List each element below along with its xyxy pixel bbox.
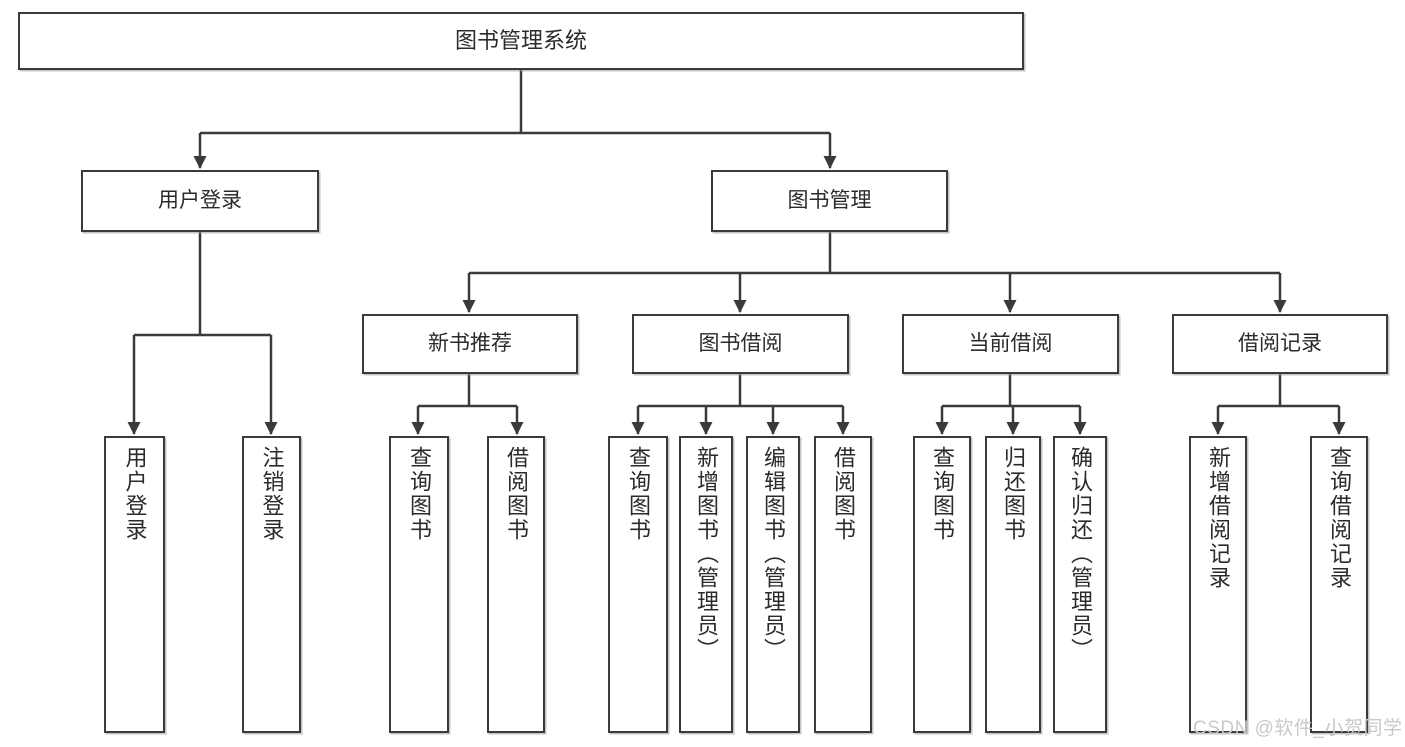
leaf-logout[interactable]: 注销登录 bbox=[242, 436, 301, 733]
leaf-borrow-book-rec[interactable]: 借阅图书 bbox=[487, 436, 545, 733]
csdn-watermark: CSDN @软件_小贺同学 bbox=[1193, 718, 1403, 739]
leaf-confirm-return-admin[interactable]: 确认归还（管理员） bbox=[1053, 436, 1107, 733]
node-new-book-recommendation[interactable]: 新书推荐 bbox=[362, 314, 578, 374]
node-label: 编辑图书（管理员） bbox=[761, 446, 786, 662]
node-label: 查询图书 bbox=[626, 446, 651, 542]
node-label: 用户登录 bbox=[158, 189, 242, 213]
node-label: 借阅记录 bbox=[1238, 332, 1322, 356]
leaf-add-borrow-record[interactable]: 新增借阅记录 bbox=[1189, 436, 1247, 733]
node-label: 查询图书 bbox=[930, 446, 955, 542]
node-root-system[interactable]: 图书管理系统 bbox=[18, 12, 1024, 70]
node-label: 确认归还（管理员） bbox=[1068, 446, 1093, 662]
leaf-edit-book-admin[interactable]: 编辑图书（管理员） bbox=[746, 436, 800, 733]
leaf-query-book-rec[interactable]: 查询图书 bbox=[389, 436, 449, 733]
node-borrowing-records[interactable]: 借阅记录 bbox=[1172, 314, 1388, 374]
node-user-login[interactable]: 用户登录 bbox=[81, 170, 319, 232]
node-current-borrowing[interactable]: 当前借阅 bbox=[902, 314, 1119, 374]
node-book-management[interactable]: 图书管理 bbox=[711, 170, 948, 232]
leaf-query-book-current[interactable]: 查询图书 bbox=[913, 436, 971, 733]
node-label: 用户登录 bbox=[122, 446, 148, 542]
node-label: 新书推荐 bbox=[428, 332, 512, 356]
leaf-return-book[interactable]: 归还图书 bbox=[985, 436, 1041, 733]
leaf-query-book-borrow[interactable]: 查询图书 bbox=[608, 436, 668, 733]
leaf-borrow-book[interactable]: 借阅图书 bbox=[814, 436, 872, 733]
node-label: 当前借阅 bbox=[968, 332, 1053, 356]
leaf-query-borrow-record[interactable]: 查询借阅记录 bbox=[1310, 436, 1368, 733]
node-label: 图书管理系统 bbox=[454, 27, 587, 53]
node-label: 借阅图书 bbox=[831, 446, 856, 542]
node-label: 归还图书 bbox=[1001, 446, 1026, 542]
node-label: 图书管理 bbox=[787, 189, 872, 213]
node-label: 借阅图书 bbox=[504, 446, 529, 542]
node-label: 图书借阅 bbox=[698, 332, 783, 356]
node-label: 新增借阅记录 bbox=[1206, 446, 1231, 590]
node-label: 新增图书（管理员） bbox=[694, 446, 719, 662]
leaf-user-login[interactable]: 用户登录 bbox=[104, 436, 165, 733]
leaf-add-book-admin[interactable]: 新增图书（管理员） bbox=[679, 436, 733, 733]
node-label: 注销登录 bbox=[259, 446, 285, 542]
node-book-borrowing[interactable]: 图书借阅 bbox=[632, 314, 849, 374]
node-label: 查询借阅记录 bbox=[1327, 446, 1352, 590]
node-label: 查询图书 bbox=[407, 446, 432, 542]
